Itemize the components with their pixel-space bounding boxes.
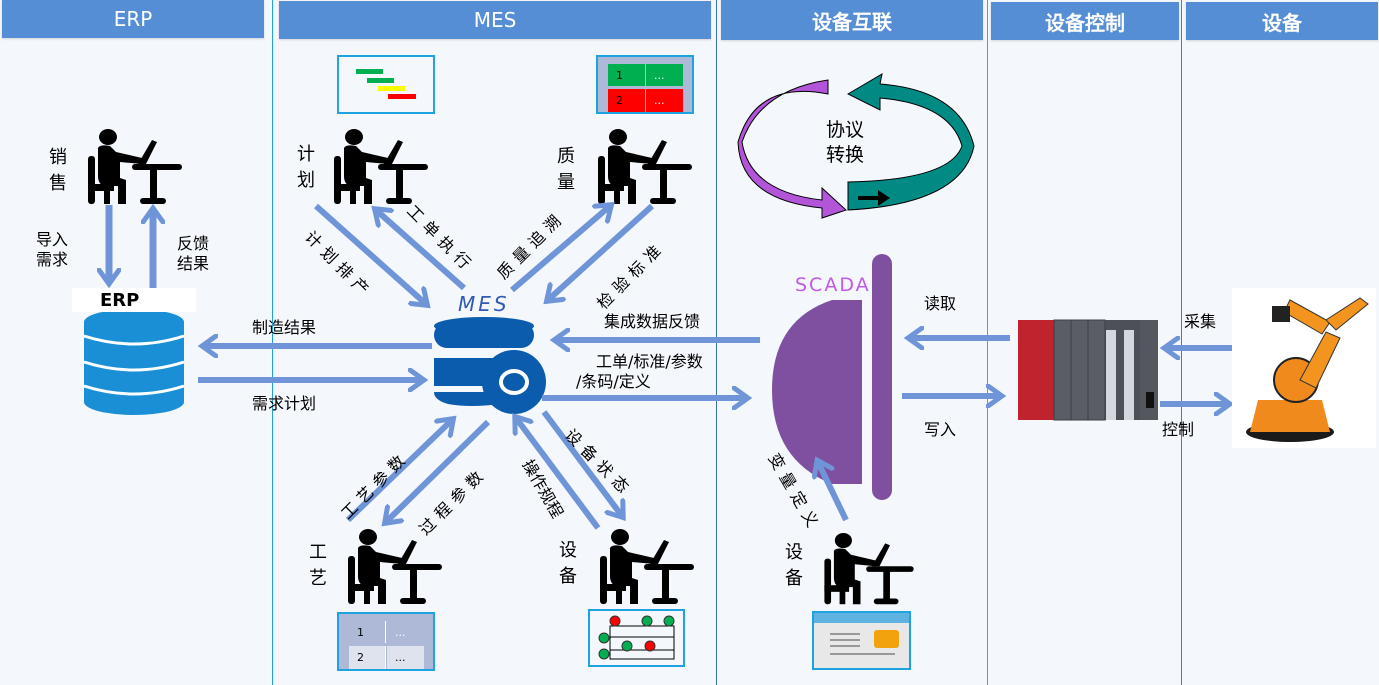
label-demand-plan: 需求计划 [252,394,317,413]
role-label-scada-equipment: 设备 [785,542,803,589]
scada-icon [772,254,892,500]
quality-row-1-val: ... [646,64,683,86]
arrow-quality-trace [510,206,610,293]
process-row-2-no: 2 [349,646,386,669]
label-protocol-line2: 转换 [826,144,865,166]
quality-row-2-no: 2 [608,89,645,112]
scada-equipment-worker-icon [824,532,914,605]
quality-table-panel: 1 ... 2 ... [596,55,694,114]
erp-system-label: ERP [72,288,196,312]
label-import-demand: 导入需求 [36,230,69,269]
mes-system-label: MES [458,292,510,316]
protocol-cycle-icon [737,73,975,219]
divider-control-equipment [1181,0,1182,685]
label-write: 写入 [924,420,957,439]
arrow-work-order-exec [376,210,466,291]
process-table-panel: 1 ... 2 ... [337,612,435,671]
label-read: 读取 [924,294,957,313]
process-row-1-no: 1 [349,621,386,643]
column-header-erp: ERP [2,0,264,38]
mes-database-icon [434,317,546,414]
erp-database-icon [83,309,185,415]
equipment-status-icon [598,615,675,660]
arrow-inspection-std [548,203,655,300]
label-integrated-feedback: 集成数据反馈 [604,312,701,331]
column-header-control: 设备控制 [991,2,1179,40]
divider-erp-mes [272,0,273,685]
role-label-quality: 质量 [557,146,575,193]
process-row-1-val: ... [387,621,424,643]
label-dispatch-line2: /条码/定义 [576,372,651,391]
sales-worker-icon [88,129,182,204]
gantt-panel [337,55,435,114]
role-label-plan: 计划 [297,144,315,191]
label-dispatch-line1: 工单/标准/参数 [596,352,703,371]
arrow-operation-rule [516,418,601,530]
label-feedback-result: 反馈结果 [177,234,210,273]
quality-worker-icon [598,129,692,204]
plan-worker-icon [334,129,428,204]
gantt-chart-icon [356,69,416,99]
plc-device-image [1018,319,1158,421]
arrow-plan-schedule [314,203,426,304]
column-header-mes: MES [279,1,711,39]
label-control: 控制 [1162,420,1195,439]
label-protocol-line1: 协议 [826,119,865,141]
arrow-process-param [345,420,452,523]
process-row-2-val: ... [387,646,424,669]
industrial-robot-image [1232,288,1376,448]
role-label-sales: 销售 [49,147,67,194]
arrow-var-define [818,462,849,522]
scada-system-label: SCADA [795,274,871,296]
role-label-process: 工艺 [309,542,327,589]
label-mfg-result: 制造结果 [252,318,317,337]
column-header-interconnect: 设备互联 [721,0,983,40]
arrow-equipment-status [541,410,622,516]
quality-row-1-no: 1 [608,64,645,86]
column-header-equipment: 设备 [1186,2,1378,40]
label-collect: 采集 [1184,312,1217,331]
divider-interconnect-control [987,0,988,685]
quality-row-2-val: ... [646,89,683,112]
role-label-equipment: 设备 [559,540,577,587]
arrow-process-param2 [386,419,491,522]
equipment-worker-icon [600,529,694,604]
hmi-screen-icon [812,611,911,670]
equipment-status-panel [588,609,685,667]
process-worker-icon [348,529,442,604]
